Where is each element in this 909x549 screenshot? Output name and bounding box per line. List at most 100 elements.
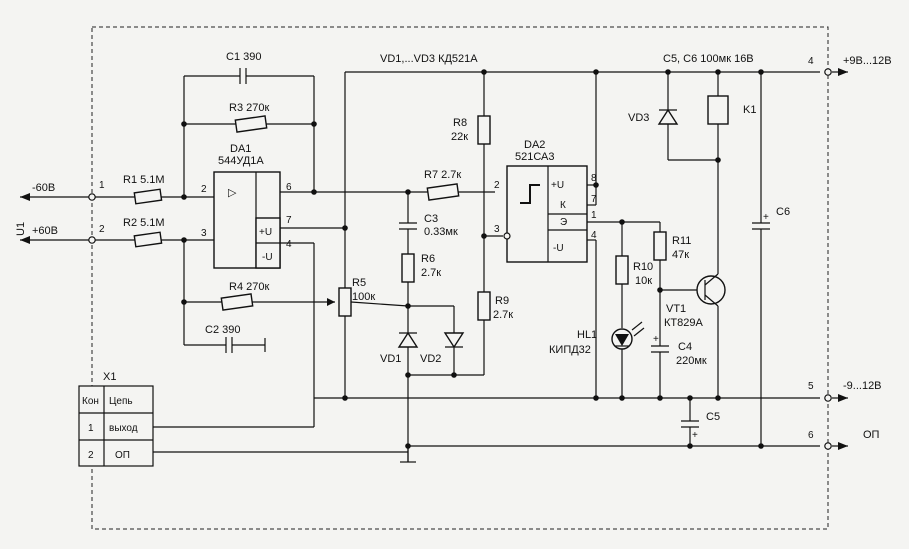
da2-minus-u: -U xyxy=(553,243,564,254)
da1-name: DA1 xyxy=(230,143,251,155)
connector-x1 xyxy=(78,385,154,467)
input-pin-2: 2 xyxy=(99,224,105,235)
resistor-r11 xyxy=(653,231,667,261)
c4-value: 220мк xyxy=(676,355,707,367)
da1-pin-3: 3 xyxy=(201,228,207,239)
vd3-label: VD3 xyxy=(628,112,649,124)
diode-vd3 xyxy=(657,108,679,125)
x1-row1-circuit: выход xyxy=(109,423,138,434)
resistor-r7 xyxy=(426,183,460,201)
x1-row2-pin: 2 xyxy=(88,450,94,461)
c56-note: C5, C6 100мк 16В xyxy=(663,53,754,65)
input-pin-1: 1 xyxy=(99,180,105,191)
da2-pin-3: 3 xyxy=(494,224,500,235)
hl1-type: КИПД32 xyxy=(549,344,591,356)
c6-label: C6 xyxy=(776,206,790,218)
c3-value: 0.33мк xyxy=(424,226,458,238)
r4-label: R4 270к xyxy=(229,281,269,293)
output-terminal-5 xyxy=(824,394,832,402)
vd2-label: VD2 xyxy=(420,353,441,365)
da2-pin-1: 1 xyxy=(591,210,597,221)
diode-vd2 xyxy=(443,332,465,349)
resistor-r9 xyxy=(477,291,491,321)
da1-plus-u: +U xyxy=(259,227,272,238)
resistor-r4 xyxy=(220,293,254,311)
x1-head-pin: Кон xyxy=(82,396,99,407)
resistor-r2 xyxy=(133,231,163,248)
da2-name: DA2 xyxy=(524,139,545,151)
da1-pin-6: 6 xyxy=(286,182,292,193)
c2-label: C2 390 xyxy=(205,324,240,336)
r3-label: R3 270к xyxy=(229,102,269,114)
svg-text:+: + xyxy=(692,430,698,441)
r2-label: R2 5.1М xyxy=(123,217,165,229)
r6-value: 2.7к xyxy=(421,267,441,279)
output-minus-label: -9...12В xyxy=(843,380,882,392)
output-plus-label: +9В...12В xyxy=(843,55,892,67)
c1-label: C1 390 xyxy=(226,51,261,63)
r1-label: R1 5.1М xyxy=(123,174,165,186)
r5-value: 100к xyxy=(352,291,375,303)
module-frame xyxy=(91,26,829,530)
vt1-type: КТ829А xyxy=(664,317,703,329)
r10-name: R10 xyxy=(633,261,653,273)
da1-pin-2: 2 xyxy=(201,184,207,195)
output-pin-5: 5 xyxy=(808,381,814,392)
r6-name: R6 xyxy=(421,253,435,265)
hl1-name: HL1 xyxy=(577,329,597,341)
input-terminal-1 xyxy=(88,193,96,201)
da1-type: 544УД1А xyxy=(218,155,264,167)
da2-pin-8: 8 xyxy=(591,173,597,184)
input-terminal-2 xyxy=(88,236,96,244)
r5-name: R5 xyxy=(352,277,366,289)
vd1-label: VD1 xyxy=(380,353,401,365)
r11-value: 47к xyxy=(672,249,689,261)
r10-value: 10к xyxy=(635,275,652,287)
input-plus-label: +60В xyxy=(32,225,58,237)
da1-symbol: ▷ xyxy=(228,187,237,199)
da2-plus-u: +U xyxy=(551,180,564,191)
svg-text:+: + xyxy=(763,212,769,223)
k1-label: K1 xyxy=(743,104,756,116)
r11-name: R11 xyxy=(672,235,691,247)
c4-name: C4 xyxy=(678,341,692,353)
relay-k1 xyxy=(707,95,729,125)
resistor-r8 xyxy=(477,115,491,145)
r7-label: R7 2.7к xyxy=(424,169,461,181)
resistor-r5 xyxy=(338,287,352,317)
output-pin-4: 4 xyxy=(808,56,814,67)
c3-name: C3 xyxy=(424,213,438,225)
da2-e: Э xyxy=(560,217,567,228)
svg-text:+: + xyxy=(653,334,659,345)
vd-note: VD1,...VD3 КД521А xyxy=(380,53,478,65)
vt1-name: VT1 xyxy=(666,303,686,315)
da2-pin-4: 4 xyxy=(591,230,597,241)
resistor-r1 xyxy=(133,188,163,205)
transistor-vt1 xyxy=(696,275,726,305)
r9-value: 2.7к xyxy=(493,309,513,321)
r8-name: R8 xyxy=(453,117,467,129)
x1-row1-pin: 1 xyxy=(88,423,94,434)
da2-k: К xyxy=(560,200,566,211)
x1-row2-circuit: ОП xyxy=(115,450,130,461)
diode-vd1 xyxy=(397,331,419,348)
da1-pin-7: 7 xyxy=(286,215,292,226)
r8-value: 22к xyxy=(451,131,468,143)
x1-label: X1 xyxy=(103,371,116,383)
output-terminal-4 xyxy=(824,68,832,76)
resistor-r10 xyxy=(615,255,629,285)
output-terminal-6 xyxy=(824,442,832,450)
c5-label: C5 xyxy=(706,411,720,423)
da2-pin-7: 7 xyxy=(591,194,597,205)
resistor-r6 xyxy=(401,253,415,283)
output-pin-6: 6 xyxy=(808,430,814,441)
resistor-r3 xyxy=(234,115,268,133)
da2-type: 521СА3 xyxy=(515,151,555,163)
da2-pin-2: 2 xyxy=(494,180,500,191)
output-common-label: ОП xyxy=(863,429,880,441)
side-label: U1 xyxy=(15,222,27,236)
da1-minus-u: -U xyxy=(262,252,273,263)
r9-name: R9 xyxy=(495,295,509,307)
